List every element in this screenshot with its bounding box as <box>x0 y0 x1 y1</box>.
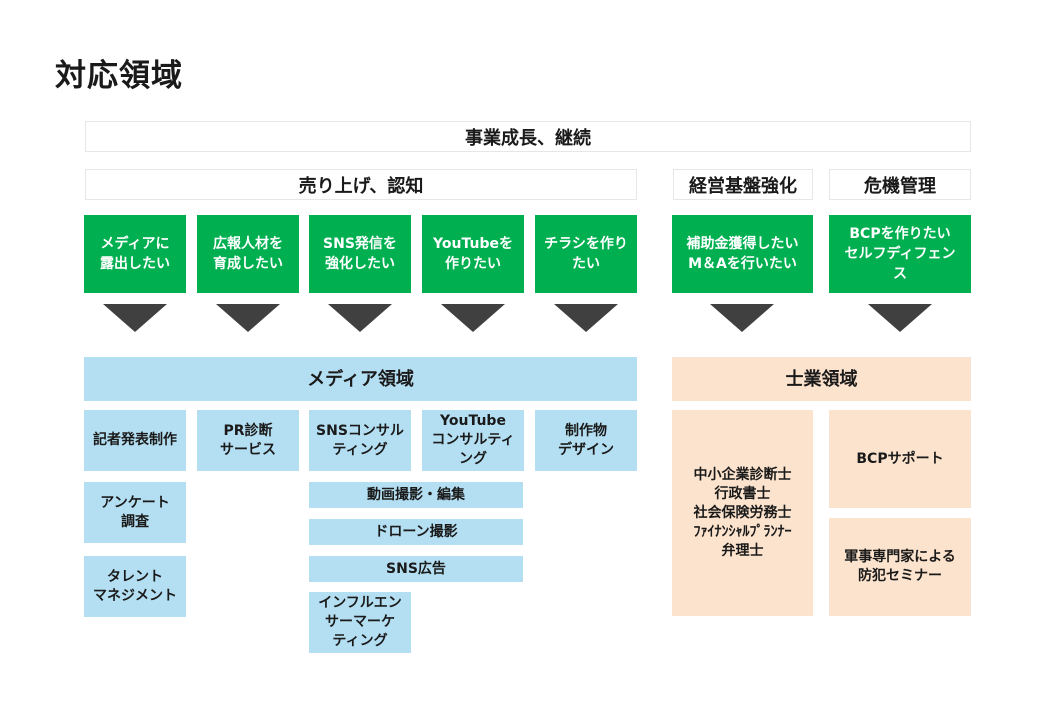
media-service-video-editing: 動画撮影・編集 <box>309 482 523 508</box>
media-service-talent-management: タレント マネジメント <box>84 556 186 617</box>
media-service-design: 制作物 デザイン <box>535 410 637 471</box>
top-band-business-growth: 事業成長、継続 <box>85 121 971 152</box>
need-pr-staff-training: 広報人材を 育成したい <box>197 215 299 293</box>
down-arrow-icon <box>441 304 505 332</box>
down-arrow-icon <box>103 304 167 332</box>
professional-domain-header: 士業領域 <box>672 357 971 401</box>
professional-service-bcp-support: BCPサポート <box>829 410 971 508</box>
need-youtube: YouTubeを 作りたい <box>422 215 524 293</box>
need-sns-strengthen: SNS発信を 強化したい <box>309 215 411 293</box>
media-domain-header: メディア領域 <box>84 357 637 401</box>
down-arrow-icon <box>710 304 774 332</box>
media-service-sns-ads: SNS広告 <box>309 556 523 582</box>
professional-service-security-seminar: 軍事専門家による 防犯セミナー <box>829 518 971 616</box>
need-bcp-self-defense: BCPを作りたい セルフディフェン ス <box>829 215 971 293</box>
media-service-press-release: 記者発表制作 <box>84 410 186 471</box>
group-header-management: 経営基盤強化 <box>673 169 813 200</box>
professional-service-licensed-experts: 中小企業診断士 行政書士 社会保険労務士 ﾌｧｲﾅﾝｼｬﾙﾌﾟﾗﾝﾅｰ 弁理士 <box>672 410 813 616</box>
group-header-sales: 売り上げ、認知 <box>85 169 637 200</box>
page-title: 対応領域 <box>55 58 183 94</box>
media-service-influencer-marketing: インフルエン サーマーケ ティング <box>309 592 411 653</box>
need-subsidy-ma: 補助金獲得したい M＆Aを行いたい <box>672 215 813 293</box>
media-service-drone: ドローン撮影 <box>309 519 523 545</box>
down-arrow-icon <box>216 304 280 332</box>
need-flyer: チラシを作り たい <box>535 215 637 293</box>
media-service-sns-consulting: SNSコンサル ティング <box>309 410 411 471</box>
need-media-exposure: メディアに 露出したい <box>84 215 186 293</box>
down-arrow-icon <box>328 304 392 332</box>
down-arrow-icon <box>554 304 618 332</box>
group-header-crisis: 危機管理 <box>829 169 971 200</box>
media-service-youtube-consulting: YouTube コンサルティ ング <box>422 410 524 471</box>
media-service-pr-diagnosis: PR診断 サービス <box>197 410 299 471</box>
down-arrow-icon <box>868 304 932 332</box>
media-service-survey: アンケート 調査 <box>84 482 186 543</box>
